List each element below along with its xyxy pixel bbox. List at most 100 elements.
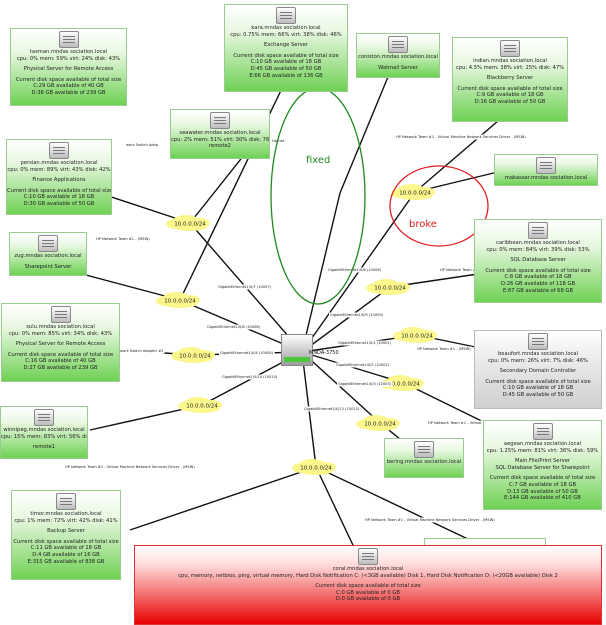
node-text: C:8 GB available of 18 GB	[504, 274, 572, 281]
connection-line	[315, 466, 471, 541]
node-text: cpu: 0.75% mem: 66% virt: 38% disk: 46%	[230, 31, 342, 38]
connection-line	[339, 59, 396, 194]
subnet-label: 10.0.0.0/24	[374, 286, 406, 292]
server-icon	[56, 493, 76, 510]
node-text: Current disk space available of total si…	[13, 538, 119, 545]
server-icon	[276, 7, 296, 24]
link-label: GigabitEthernet1/0/10 (10010)	[221, 374, 279, 380]
node-text: C:11 GB available of 18 GB	[30, 545, 102, 552]
node-text: E:66 GB available of 136 GB	[249, 72, 323, 79]
node-text: winnipeg.mndas sociation.local	[3, 427, 85, 433]
server-icon	[38, 235, 58, 252]
node-text: D:38 GB available of 239 GB	[31, 89, 106, 96]
svg-text:HP Network Team #1 - (MSIN): HP Network Team #1 - (MSIN)	[96, 237, 150, 241]
svg-text:Hornet: Hornet	[272, 139, 285, 143]
svg-text:HP Network Team #1 - Virtual M: HP Network Team #1 - Virtual Machine Net…	[396, 135, 526, 139]
node-text: cpu: 2% mem: 51% virt: 30% disk: 76%	[171, 136, 269, 143]
subnet-label: 10.0.0.0/24	[300, 466, 332, 472]
subnet-cloud[interactable]: 10.0.0.0/24	[166, 215, 210, 231]
node-text: cpu: 1.25% mem: 81% virt: 36% disk: 59%	[486, 447, 599, 454]
node-text: timor.mndas sociation.local	[30, 511, 102, 517]
node-text: cpu: 0% mem: 85% virt: 34% disk: 43%	[8, 330, 113, 337]
node-text: Current disk space available of total si…	[7, 187, 111, 194]
link-label: GigabitEthernet1/0/6 (10006)	[327, 267, 383, 273]
node-text: seawater.mndas sociation.local	[179, 130, 261, 136]
subnet-cloud[interactable]: 10.0.0.0/24	[393, 327, 437, 343]
connection-line	[301, 351, 381, 424]
node-text: Current disk space available of total si…	[457, 85, 563, 92]
subnet-cloud[interactable]: 10.0.0.0/24	[366, 279, 410, 295]
node-text: Finance Applications	[32, 177, 86, 184]
link-label: GigabitEthernet1/0/7 (10007)	[217, 284, 273, 290]
node-text: Backup Server	[47, 528, 85, 535]
link-label: GigabitEthernet1/0/3 (10003)	[337, 381, 393, 387]
node-text: Physical Server for Remote Access	[15, 341, 106, 348]
server-node-bering[interactable]: bering.mndas sociation.local	[384, 438, 464, 478]
link-label: work Switch Adapter #2	[119, 348, 165, 354]
subnet-label: 10.0.0.0/24	[186, 404, 218, 410]
node-text: C:10 GB available of 18 GB	[502, 385, 574, 392]
node-text: Main File/Print Server	[514, 458, 571, 465]
svg-text:GigabitEthernet1/0/8 (10008): GigabitEthernet1/0/8 (10008)	[207, 325, 261, 329]
subnet-clouds: 10.0.0.0/24 10.0.0.0/24 10.0.0.0/24 10.0.0.…	[156, 184, 437, 475]
link-label: GigabitEthernet1/0/8 (10008)	[206, 324, 262, 330]
node-text: SQL Database Server	[510, 257, 566, 264]
subnet-cloud[interactable]: 10.0.0.0/24	[391, 184, 435, 200]
node-text: C:9 GB available of 18 GB	[476, 92, 544, 99]
subnet-label: 10.0.0.0/24	[174, 222, 206, 228]
subnet-cloud[interactable]: 10.0.0.0/24	[292, 459, 336, 475]
subnet-cloud[interactable]: 10.0.0.0/24	[356, 415, 400, 431]
svg-text:GigabitEthernet1/0/10 (10010): GigabitEthernet1/0/10 (10010)	[222, 375, 278, 379]
svg-text:GigabitEthernet1/0/6 (10006): GigabitEthernet1/0/6 (10006)	[328, 268, 382, 272]
node-text: Exchange Server	[263, 42, 308, 49]
node-text: Physical Server for Remote Access	[23, 66, 114, 73]
node-text: cpu: 1% mem: 72% virt: 42% disk: 41%	[14, 517, 118, 524]
server-icon	[58, 31, 79, 48]
server-icon	[528, 333, 548, 350]
node-text: cpu: 0% mem: 89% virt: 43% disk: 42%	[7, 166, 111, 173]
node-text: D:45 GB available of 50 GB	[502, 391, 574, 398]
svg-text:HP Network Team #1 - Virtual M: HP Network Team #1 - Virtual Machine Net…	[65, 465, 195, 469]
node-text: coral.mndas sociation.local	[332, 566, 404, 572]
node-text: Current disk space available of total si…	[315, 583, 421, 590]
node-text: Current disk space available of total si…	[485, 378, 591, 385]
server-node-makassar[interactable]: makassar.mndas sociation.local	[494, 154, 598, 186]
node-text: beaufort.mndas sociation.local	[498, 351, 578, 357]
node-text: caribbean.mndas sociation.local	[496, 240, 580, 246]
subnet-cloud[interactable]: 10.0.0.0/24	[171, 347, 215, 363]
node-text: cpu, memory, netbios, ping, virtual memo…	[178, 572, 558, 579]
connection-line	[315, 466, 361, 561]
link-label: HP Network Team #1 - Virtual Machine Net…	[364, 517, 497, 523]
subnet-cloud[interactable]: 10.0.0.0/24	[156, 292, 200, 308]
link-label: GigabitEthernet1/0/2 (10002)	[335, 362, 391, 368]
link-label: HP Network Team #1 - Virtual Machine Net…	[64, 464, 197, 470]
node-text: C:16 GB available of 40 GB	[25, 358, 96, 365]
server-icon	[414, 441, 434, 458]
connection-line	[301, 286, 391, 353]
fixed-annotation: fixed	[306, 155, 330, 166]
node-text: D:13 GB available of 50 GB	[507, 488, 578, 495]
subnet-cloud[interactable]: 10.0.0.0/24	[178, 397, 222, 413]
server-icon	[49, 142, 69, 159]
node-text: Sharepoint Server	[24, 263, 72, 270]
svg-text:work Switch Adap: work Switch Adap	[126, 143, 159, 147]
server-icon	[358, 548, 378, 565]
switch-hub[interactable]: MNDA-3750	[279, 330, 339, 366]
broke-annotation: broke	[409, 219, 437, 230]
server-icon	[536, 157, 556, 174]
node-text: D:16 GB available of 50 GB	[474, 98, 546, 105]
